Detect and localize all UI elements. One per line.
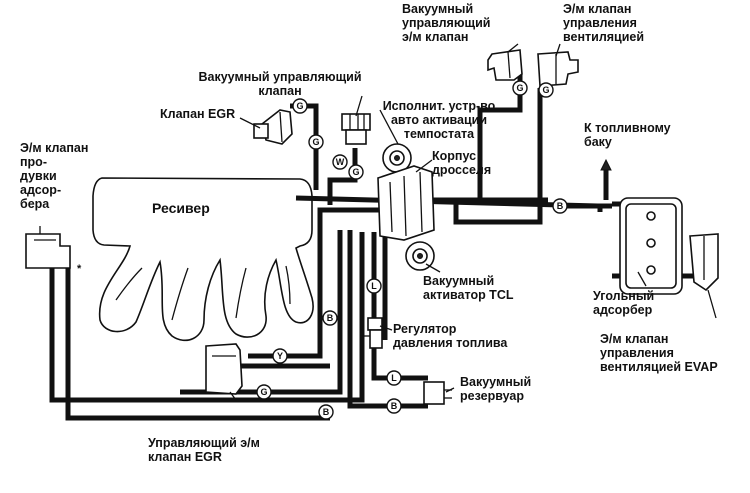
- throttle-body: [377, 165, 435, 241]
- hose-tag-text: L: [391, 373, 397, 383]
- hose-tag-g-5: G: [538, 82, 554, 98]
- label-fuel-pressure-regulator: Регулятор давления топлива: [393, 322, 508, 350]
- label-star: *: [77, 263, 82, 275]
- hose-tag-text: G: [312, 137, 319, 147]
- hose-tag-text: G: [542, 85, 549, 95]
- hose-tag-text: G: [260, 387, 267, 397]
- hose-tag-w: W: [332, 154, 348, 170]
- hose-tag-b-2: B: [322, 310, 338, 326]
- charcoal-canister: [619, 197, 683, 295]
- vent-control-solenoid: [537, 51, 579, 87]
- hose-tag-g-1: G: [292, 98, 308, 114]
- label-evap-solenoid: Э/м клапан управления вентиляцией EVAP: [600, 332, 718, 374]
- label-charcoal-canister: Угольный адсорбер: [593, 289, 655, 317]
- hose-tag-b-4: B: [386, 398, 402, 414]
- label-vent-control-solenoid: Э/м клапан управления вентиляцией: [563, 2, 645, 44]
- hose-tag-text: B: [323, 407, 330, 417]
- egr-valve: [253, 109, 293, 145]
- label-throttle-body: Корпус дросселя: [432, 149, 492, 177]
- tempostat-actuator: [382, 143, 412, 173]
- vacuum-reservoir: [423, 381, 452, 405]
- to-fuel-tank-arrow: [600, 158, 612, 200]
- hose-tag-text: G: [296, 101, 303, 111]
- label-egr-valve: Клапан EGR: [160, 107, 236, 121]
- hose-tag-b-3: B: [318, 404, 334, 420]
- intake-receiver: [92, 177, 314, 342]
- egr-control-solenoid: [205, 343, 243, 395]
- vacuum-control-valve: [341, 113, 371, 145]
- label-purge-solenoid: Э/м клапан про- дувки адсор- бера: [20, 141, 89, 211]
- hose-tag-g-6: G: [256, 384, 272, 400]
- evap-solenoid: [689, 233, 719, 292]
- label-tcl-actuator: Вакуумный активатор TCL: [423, 274, 514, 302]
- label-to-fuel-tank: К топливному баку: [584, 121, 671, 149]
- leader-lines: [39, 43, 717, 401]
- hose-tag-text: W: [336, 157, 345, 167]
- vacuum-control-solenoid: [487, 49, 523, 81]
- hose-tag-g-4: G: [512, 80, 528, 96]
- label-vacuum-control-solenoid: Вакуумный управляющий э/м клапан: [402, 2, 491, 44]
- tcl-actuator: [405, 241, 435, 271]
- purge-solenoid: [25, 233, 71, 269]
- hose-tag-text: G: [516, 83, 523, 93]
- label-tempostat-actuator: Исполнит. устр-во авто активации темпост…: [382, 99, 496, 141]
- hose-tag-l-1: L: [366, 278, 382, 294]
- hose-tag-text: L: [371, 281, 377, 291]
- hose-tag-text: G: [352, 167, 359, 177]
- hose-tag-g-3: G: [348, 164, 364, 180]
- fuel-pressure-regulator: [362, 317, 383, 349]
- hose-tag-y: Y: [272, 348, 288, 364]
- hose-tag-text: B: [391, 401, 398, 411]
- hose-tag-text: B: [557, 201, 564, 211]
- label-egr-control-solenoid: Управляющий э/м клапан EGR: [148, 436, 260, 464]
- label-vacuum-reservoir: Вакуумный резервуар: [460, 375, 532, 403]
- label-vacuum-control-valve: Вакуумный управляющий клапан: [198, 70, 362, 98]
- hose-tag-text: B: [327, 313, 334, 323]
- hose-tag-b-1: B: [552, 198, 568, 214]
- hose-tag-g-2: G: [308, 134, 324, 150]
- hose-tag-l-2: L: [386, 370, 402, 386]
- hose-tag-text: Y: [277, 351, 283, 361]
- label-receiver: Ресивер: [152, 200, 210, 216]
